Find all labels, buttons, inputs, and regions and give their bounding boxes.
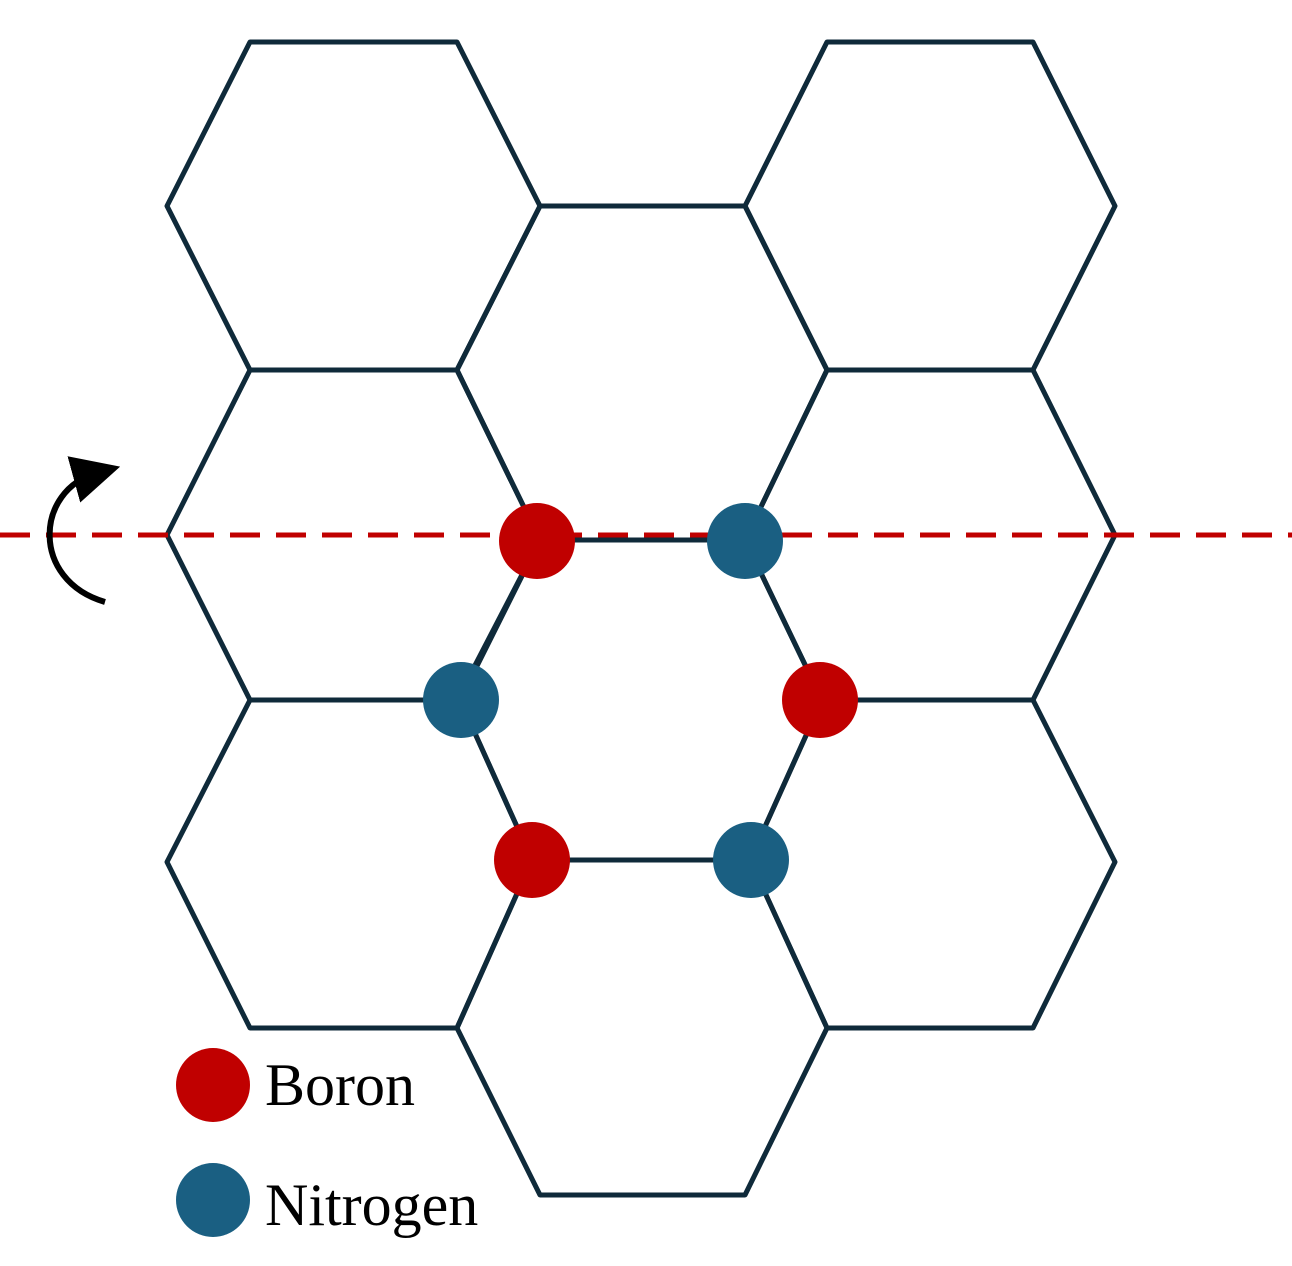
hexagon-center-ring (457, 537, 825, 863)
nitrogen-atom (713, 822, 789, 898)
curved-rotation-arrow-icon (46, 456, 121, 605)
nitrogen-atom (707, 503, 783, 579)
atom-layer (423, 503, 858, 898)
hexagon-bottom-center (454, 857, 830, 1198)
boron-atom (782, 662, 858, 738)
legend-nitrogen-label: Nitrogen (265, 1172, 478, 1238)
hexagonal-lattice (164, 39, 1118, 1198)
legend-boron-label: Boron (265, 1052, 415, 1118)
legend-nitrogen-swatch (176, 1163, 250, 1237)
boron-atom (499, 503, 575, 579)
legend-boron-swatch (176, 1048, 250, 1122)
legend: Boron Nitrogen (176, 1048, 478, 1238)
boron-atom (494, 822, 570, 898)
nitrogen-atom (423, 662, 499, 738)
